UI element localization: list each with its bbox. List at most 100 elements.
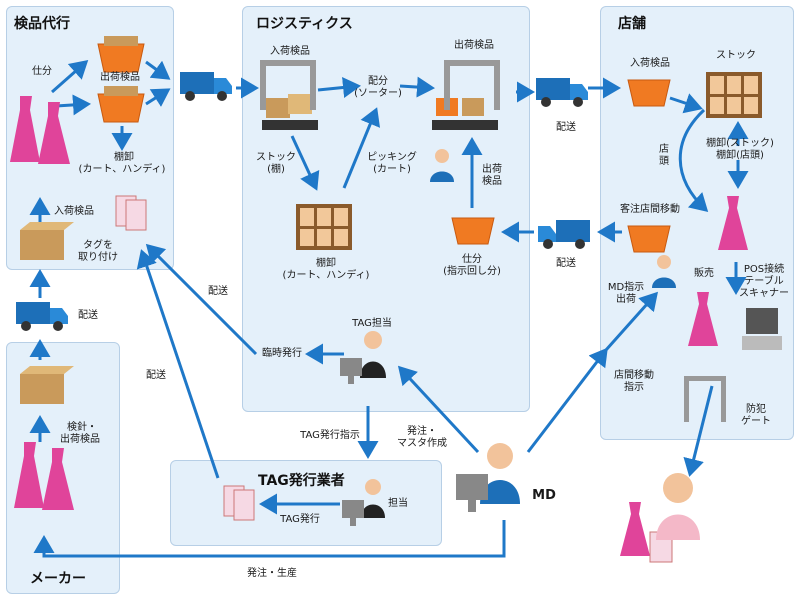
label-tana-stock-2: 棚卸(店頭) [716, 150, 764, 161]
label-rinji-hakko: 臨時発行 [262, 348, 302, 359]
arrow-md-to-store-md [604, 291, 658, 351]
box-icon [262, 94, 318, 130]
label-nyuka-kenpin-log: 入荷検品 [270, 46, 310, 57]
label-shiwake: 仕分 [32, 66, 52, 77]
box-icon [432, 98, 498, 130]
label-tag-hakko-shiji: TAG発行指示 [300, 430, 360, 441]
label-bouhan-2: ゲート [741, 416, 771, 427]
label-stock-store: ストック [716, 50, 756, 61]
gate-icon [260, 60, 316, 110]
arrow-crate-bottom-to-truck [145, 88, 171, 107]
shelf-icon [296, 204, 352, 250]
person-icon [652, 255, 676, 288]
panel-title-store: 店舗 [618, 16, 646, 32]
label-haibun-1: 配分 [368, 76, 388, 87]
shelf-icon [706, 72, 762, 118]
label-tento-2: 頭 [659, 156, 669, 167]
label-nyuka-kenpin-store: 入荷検品 [630, 58, 670, 69]
computer-icon [340, 358, 362, 384]
arrow-md-to-tag-tanto [397, 365, 480, 454]
arrow-nyuka-to-haibun [317, 77, 361, 98]
arrow-haibun-to-shukka [399, 76, 435, 98]
label-haisou-2: 配送 [146, 370, 166, 381]
label-hacchu-master-1: 発注・ [407, 426, 437, 437]
dress-icon [620, 502, 650, 556]
panel-title-tag-vendor: TAG発行業者 [258, 473, 345, 489]
arrow-rinji-to-tag-inspection [145, 243, 258, 356]
label-haisou-1: 配送 [208, 286, 228, 297]
panel-logistics [242, 6, 530, 412]
truck-icon [538, 220, 590, 249]
box-icon [20, 222, 74, 260]
crate-icon [627, 79, 671, 107]
arrow-dress-to-crate-top [51, 60, 89, 94]
label-hacchu-master-2: マスタ作成 [397, 438, 447, 449]
computer-icon [342, 500, 364, 526]
panel-title-maker: メーカー [30, 571, 86, 587]
label-tento-1: 店 [659, 144, 669, 155]
arrow-md-to-maker [33, 520, 506, 558]
label-stock-tana-2: (棚) [267, 164, 285, 175]
dress-icon [14, 442, 74, 510]
label-haibun-2: (ソーター) [354, 88, 402, 99]
label-pos-3: スキャナー [739, 288, 789, 299]
crate-icon [97, 86, 145, 123]
label-shukka-kenpin-left: 出荷検品 [100, 72, 140, 83]
label-md-shiji-1: MD指示 [607, 282, 645, 293]
gate-icon [684, 376, 726, 422]
label-tenkan-2: 指示 [624, 382, 644, 393]
dress-icon [688, 292, 718, 346]
label-haisou-3: 配送 [78, 310, 98, 321]
arrow-dress-to-crate-bottom [55, 94, 91, 116]
label-pos-2: テーブル [744, 276, 784, 287]
arrow-vendor-to-tag-inspection [136, 249, 220, 479]
arrow-crate-top-to-truck [145, 60, 171, 80]
panel-title-logistics: ロジスティクス [256, 16, 353, 32]
tag-icon [223, 485, 255, 521]
label-pos-1: POS接続 [743, 264, 785, 275]
label-hanbai: 販売 [694, 268, 714, 279]
pos-terminal-icon [742, 308, 782, 350]
arrow-nyuka-to-stock [290, 135, 320, 191]
label-tanaoroshi-log-2: (カート、ハンディ) [282, 270, 370, 281]
box-icon [20, 366, 74, 404]
label-tanaoroshi-log-1: 棚卸 [316, 258, 336, 269]
crate-icon [451, 217, 495, 245]
label-tanaoroshi-left-1: 棚卸 [114, 152, 134, 163]
arrow-stock-to-haibun [342, 107, 381, 189]
label-shiwake-shiji-1: 仕分 [462, 254, 482, 265]
arrow-stock-to-dress-curve [678, 108, 709, 213]
label-tag-hakko: TAG発行 [280, 514, 320, 525]
label-tanaoroshi-left-2: (カート、ハンディ) [78, 164, 166, 175]
gate-icon [444, 60, 500, 110]
person-icon [361, 479, 385, 518]
label-tenkan-1: 店間移動 [614, 370, 654, 381]
label-md: MD [532, 488, 556, 503]
label-tanto: 担当 [388, 498, 408, 509]
label-md-shiji-2: 出荷 [616, 294, 636, 305]
label-kyakuchu: 客注店間移動 [620, 204, 680, 215]
label-shiwake-shiji-2: (指示回し分) [443, 266, 501, 277]
crate-icon [627, 225, 671, 253]
label-shukka-kenpin-mid-1: 出荷 [482, 164, 502, 175]
dress-icon [718, 196, 748, 250]
truck-icon [536, 78, 588, 107]
label-shukka-kenpin-mid-2: 検品 [482, 176, 502, 187]
arrow-md-to-store [526, 347, 608, 453]
panel-title-inspection: 検品代行 [14, 16, 70, 32]
arrow-gate-to-customer [683, 385, 714, 477]
label-picking-1: ピッキング [367, 152, 417, 163]
person-icon [480, 443, 520, 504]
crate-icon [97, 36, 145, 73]
computer-icon [456, 474, 488, 512]
person-icon [430, 149, 454, 182]
label-haisou-5: 配送 [556, 258, 576, 269]
person-icon [360, 331, 386, 378]
person-icon [656, 473, 700, 540]
arrow-store-crate-to-stock [669, 93, 703, 114]
label-stock-tana-1: ストック [256, 152, 296, 163]
label-kenshin-2: 出荷検品 [60, 434, 100, 445]
label-tag-toritsuke-2: 取り付け [78, 252, 118, 263]
